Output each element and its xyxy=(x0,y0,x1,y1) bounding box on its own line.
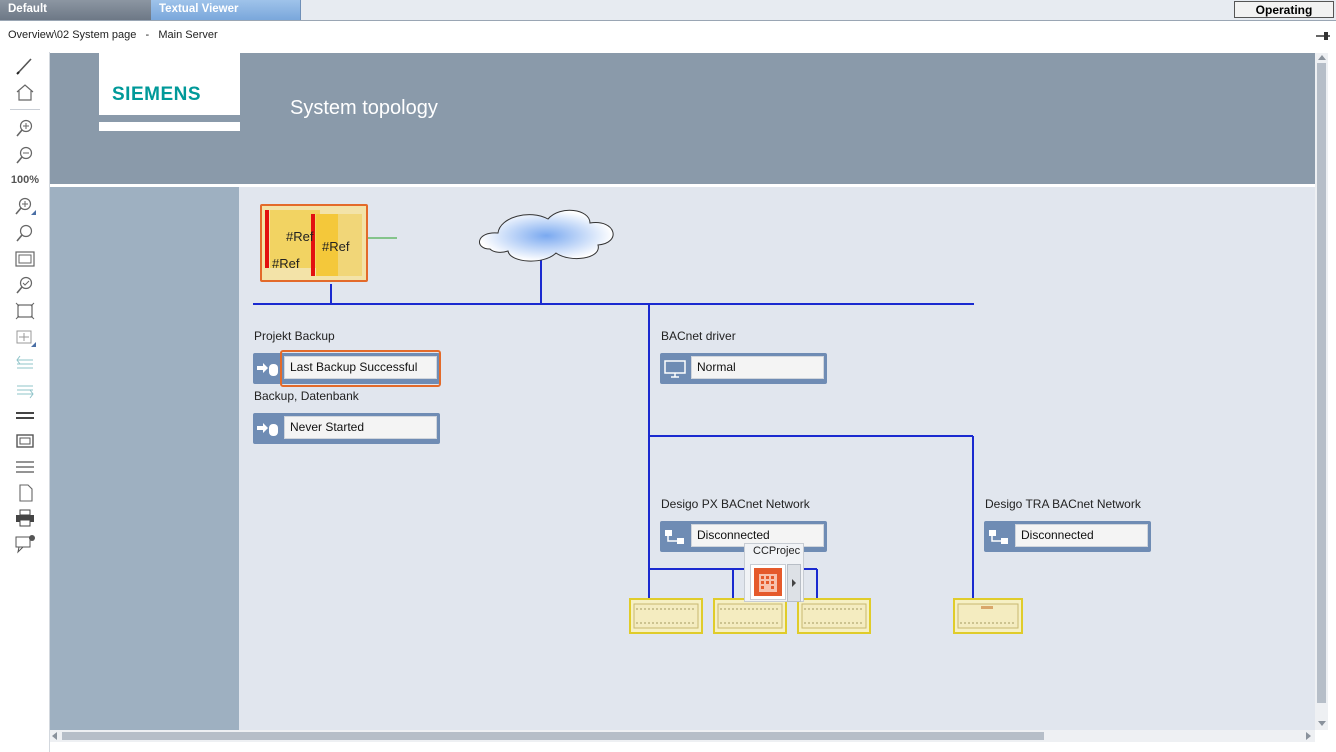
tab-textual-viewer[interactable]: Textual Viewer xyxy=(151,0,301,20)
vertical-scrollbar[interactable] xyxy=(1315,53,1328,730)
frame-icon[interactable] xyxy=(14,431,36,451)
comment-icon[interactable] xyxy=(14,534,36,554)
search-icon[interactable] xyxy=(14,223,36,243)
breadcrumb: Overview\02 System page - Main Server xyxy=(8,29,218,41)
ref-tile xyxy=(316,214,338,276)
lines-icon[interactable] xyxy=(14,406,36,426)
tra-controller[interactable] xyxy=(953,598,1023,634)
zoom-in-icon[interactable] xyxy=(14,118,36,138)
px-controller-2[interactable] xyxy=(713,598,787,634)
tab-default[interactable]: Default xyxy=(0,0,151,20)
px-controller-3[interactable] xyxy=(797,598,871,634)
backup-datenbank-value: Never Started xyxy=(284,416,437,439)
ref-label: #Ref xyxy=(322,239,350,254)
selection-highlight xyxy=(280,350,441,387)
ccproject-popup[interactable]: CCProjec xyxy=(744,543,804,602)
expand-arrow-icon[interactable] xyxy=(787,564,801,602)
print-icon[interactable] xyxy=(14,508,36,528)
ref-label: #Ref xyxy=(286,229,314,244)
bacnet-driver-value: Normal xyxy=(691,356,824,379)
fit-window-icon[interactable] xyxy=(14,249,36,269)
align-right-icon[interactable] xyxy=(14,380,36,400)
align-left-icon[interactable] xyxy=(14,354,36,374)
database-backup-icon xyxy=(256,419,280,438)
building-icon[interactable] xyxy=(750,564,786,600)
backup-datenbank-widget[interactable]: Never Started xyxy=(253,413,440,444)
bacnet-driver-widget[interactable]: Normal xyxy=(660,353,827,384)
reference-group[interactable]: #Ref #Ref #Ref xyxy=(260,204,368,282)
scroll-down-icon[interactable] xyxy=(1318,721,1326,726)
desigo-px-widget[interactable]: Disconnected xyxy=(660,521,827,552)
toolbar-divider xyxy=(10,109,40,110)
logo-box xyxy=(99,53,240,115)
zoom-out-icon[interactable] xyxy=(14,145,36,165)
desigo-px-label: Desigo PX BACnet Network xyxy=(661,497,810,511)
page-icon[interactable] xyxy=(14,483,36,503)
scroll-left-icon[interactable] xyxy=(52,732,57,740)
backup-datenbank-label: Backup, Datenbank xyxy=(254,389,359,403)
horizontal-scrollbar[interactable] xyxy=(50,730,1315,742)
scroll-right-icon[interactable] xyxy=(1306,732,1311,740)
list-icon[interactable] xyxy=(14,457,36,477)
projekt-backup-value: Last Backup Successful xyxy=(284,356,437,379)
home-icon[interactable] xyxy=(14,82,36,102)
monitor-icon xyxy=(663,359,687,378)
logo-bar xyxy=(99,122,240,131)
graphics-canvas[interactable]: SIEMENS System topology xyxy=(50,53,1315,730)
bacnet-driver-label: BACnet driver xyxy=(661,329,736,343)
alarm-bar xyxy=(265,210,269,268)
header-divider xyxy=(50,184,1315,187)
zoom-level: 100% xyxy=(10,174,40,186)
horizontal-scroll-thumb[interactable] xyxy=(62,732,1044,740)
database-backup-icon xyxy=(256,359,280,378)
page-header xyxy=(50,53,1315,184)
px-controller-1[interactable] xyxy=(629,598,703,634)
left-toolbar: 100% xyxy=(0,52,50,752)
alarm-bar xyxy=(311,214,315,276)
network-icon xyxy=(663,527,687,546)
cloud-icon xyxy=(479,209,614,262)
desigo-tra-value: Disconnected xyxy=(1015,524,1148,547)
operating-mode-button[interactable]: Operating xyxy=(1234,1,1334,18)
projekt-backup-label: Projekt Backup xyxy=(254,329,335,343)
siemens-logo: SIEMENS xyxy=(112,84,202,105)
network-icon xyxy=(987,527,1011,546)
tab-bar: Default Textual Viewer Operating xyxy=(0,0,1336,21)
left-band xyxy=(50,187,239,730)
page-title: System topology xyxy=(290,97,438,119)
zoom-options-icon[interactable] xyxy=(14,196,36,216)
vertical-scroll-thumb[interactable] xyxy=(1317,63,1326,703)
full-extent-icon[interactable] xyxy=(14,301,36,321)
desigo-tra-label: Desigo TRA BACnet Network xyxy=(985,497,1141,511)
layers-icon[interactable] xyxy=(14,328,36,348)
pin-icon[interactable] xyxy=(1316,30,1330,42)
desigo-tra-widget[interactable]: Disconnected xyxy=(984,521,1151,552)
pen-icon[interactable] xyxy=(14,56,36,76)
zoom-select-icon[interactable] xyxy=(14,275,36,295)
scroll-up-icon[interactable] xyxy=(1318,55,1326,60)
ccproject-label: CCProjec xyxy=(753,545,801,557)
projekt-backup-widget[interactable]: Last Backup Successful xyxy=(253,353,440,384)
ref-label: #Ref xyxy=(272,256,300,271)
